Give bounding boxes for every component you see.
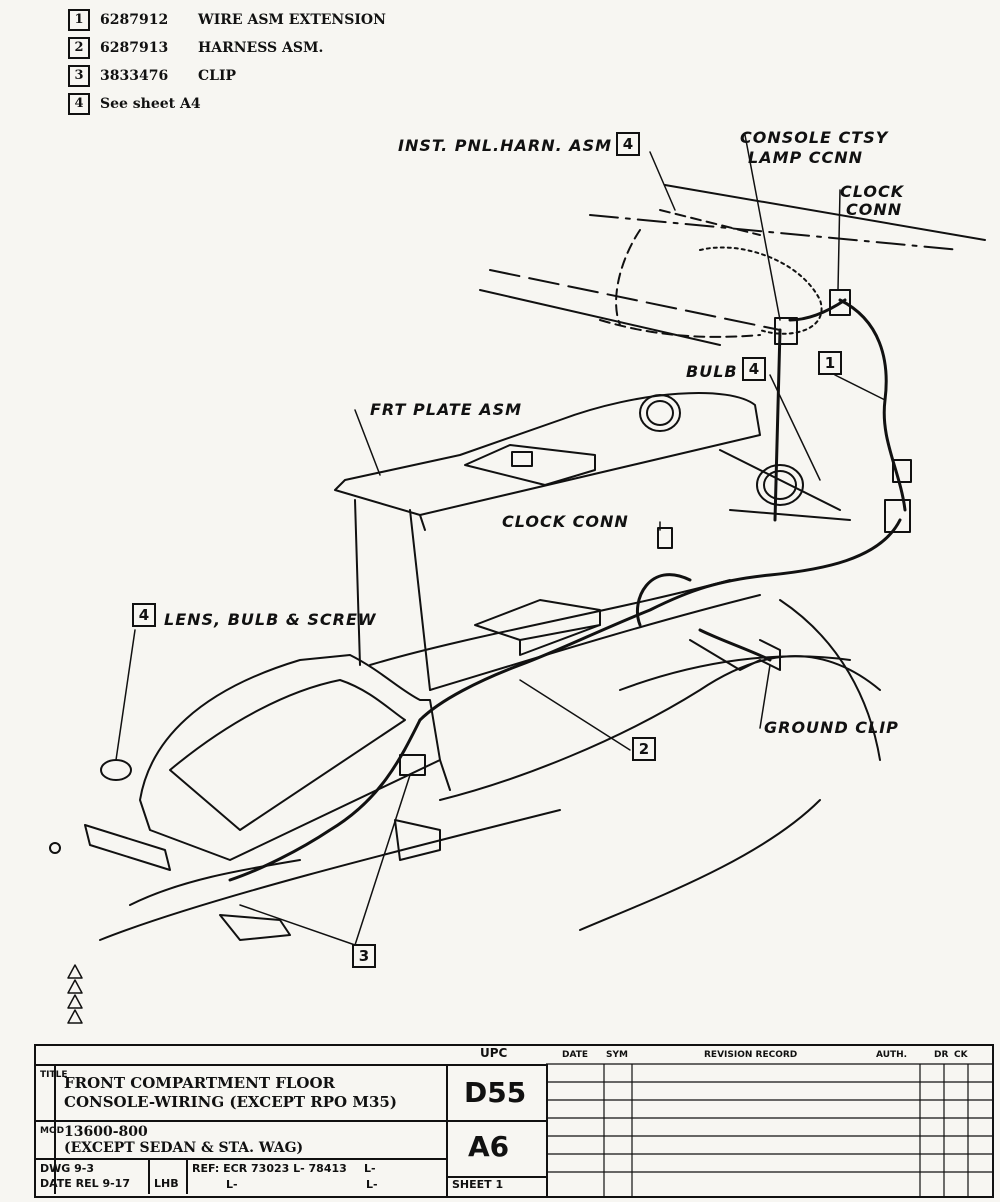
inst-panel-harness-label: INST. PNL.HARN. ASM [398, 136, 613, 155]
wiring-harness [228, 298, 907, 882]
callout-4: 4 [132, 603, 156, 627]
revision-triangles [67, 964, 83, 1024]
front-plate-label: FRT PLATE ASM [370, 400, 523, 419]
parts-list-item: 3 3833476 CLIP [68, 62, 386, 90]
model-range: 13600-800 [64, 1124, 148, 1140]
ref-l1: L- [364, 1162, 376, 1175]
title-side-label: TITLE [40, 1070, 68, 1081]
callout-3: 3 [352, 944, 376, 968]
connectors [84, 289, 912, 941]
clock-conn-top-label-2: CONN [846, 200, 903, 219]
mod-side-label: MOD [40, 1126, 65, 1136]
lamp-conn-label: LAMP CCNN [748, 148, 864, 167]
instrument-panel-outline [479, 184, 986, 346]
parts-list-item: 1 6287912 WIRE ASM EXTENSION [68, 6, 386, 34]
parts-list-item: 4 See sheet A4 [68, 90, 386, 118]
clock-conn-label: CLOCK CONN [502, 512, 629, 531]
part-number: 6287912 [100, 12, 169, 28]
part-number: 6287913 [100, 40, 169, 56]
parts-list-item: 2 6287913 HARNESS ASM. [68, 34, 386, 62]
lens-bulb-screw-label: LENS, BULB & SCREW [164, 610, 377, 629]
part-ref-box: 1 [68, 9, 90, 31]
callout-4: 4 [616, 132, 640, 156]
rev-sym-header: SYM [606, 1050, 628, 1060]
part-description: See sheet A4 [100, 96, 201, 112]
rev-dr-header: DR [934, 1050, 949, 1060]
rev-record-header: REVISION RECORD [704, 1050, 798, 1060]
drawing-title-line2: CONSOLE-WIRING (EXCEPT RPO M35) [64, 1093, 397, 1111]
lens [100, 759, 132, 781]
leader-lines [115, 134, 886, 946]
callout-4: 4 [742, 357, 766, 381]
upc-code: D55 [464, 1076, 527, 1109]
console-body [99, 579, 881, 941]
ref-l3: L- [366, 1178, 378, 1191]
upc-section [446, 1064, 548, 1196]
sheet-code: A6 [468, 1130, 510, 1163]
release-date: DATE REL 9-17 [40, 1177, 130, 1190]
plate-support-left [354, 499, 361, 666]
part-description: WIRE ASM EXTENSION [198, 12, 386, 28]
part-ref-box: 2 [68, 37, 90, 59]
part-description: CLIP [198, 68, 237, 84]
front-plate [334, 392, 761, 531]
ground-clip-label: GROUND CLIP [764, 718, 899, 737]
drafter-initials: LHB [154, 1177, 179, 1190]
revision-record-grid [546, 1063, 992, 1196]
clock-conn-top-label: CLOCK [840, 182, 905, 201]
ref-l2: L- [226, 1178, 238, 1191]
screw [49, 842, 61, 854]
rev-auth-header: AUTH. [876, 1050, 908, 1060]
parts-list: 1 6287912 WIRE ASM EXTENSION 2 6287913 H… [68, 6, 386, 118]
rev-ck-header: CK [954, 1050, 968, 1060]
title-block: TITLE FRONT COMPARTMENT FLOOR CONSOLE-WI… [34, 1044, 994, 1198]
model-exceptions: (EXCEPT SEDAN & STA. WAG) [64, 1140, 304, 1156]
part-description: HARNESS ASM. [198, 40, 324, 56]
drawing-title-line1: FRONT COMPARTMENT FLOOR [64, 1074, 336, 1092]
callout-2: 2 [632, 737, 656, 761]
rev-date-header: DATE [562, 1050, 589, 1060]
sheet-number: SHEET 1 [452, 1178, 504, 1191]
bulb-label: BULB [686, 362, 738, 381]
title-section [36, 1064, 448, 1196]
part-ref-box: 4 [68, 93, 90, 115]
clock [719, 449, 851, 521]
console-ctsy-label: CONSOLE CTSY [740, 128, 889, 147]
reference-ecr: REF: ECR 73023 L- 78413 [192, 1162, 347, 1175]
callout-1: 1 [818, 351, 842, 375]
part-ref-box: 3 [68, 65, 90, 87]
drawing-number: DWG 9-3 [40, 1162, 94, 1175]
part-number: 3833476 [100, 68, 169, 84]
upc-label: UPC [480, 1046, 508, 1060]
plate-support-right [409, 509, 431, 691]
